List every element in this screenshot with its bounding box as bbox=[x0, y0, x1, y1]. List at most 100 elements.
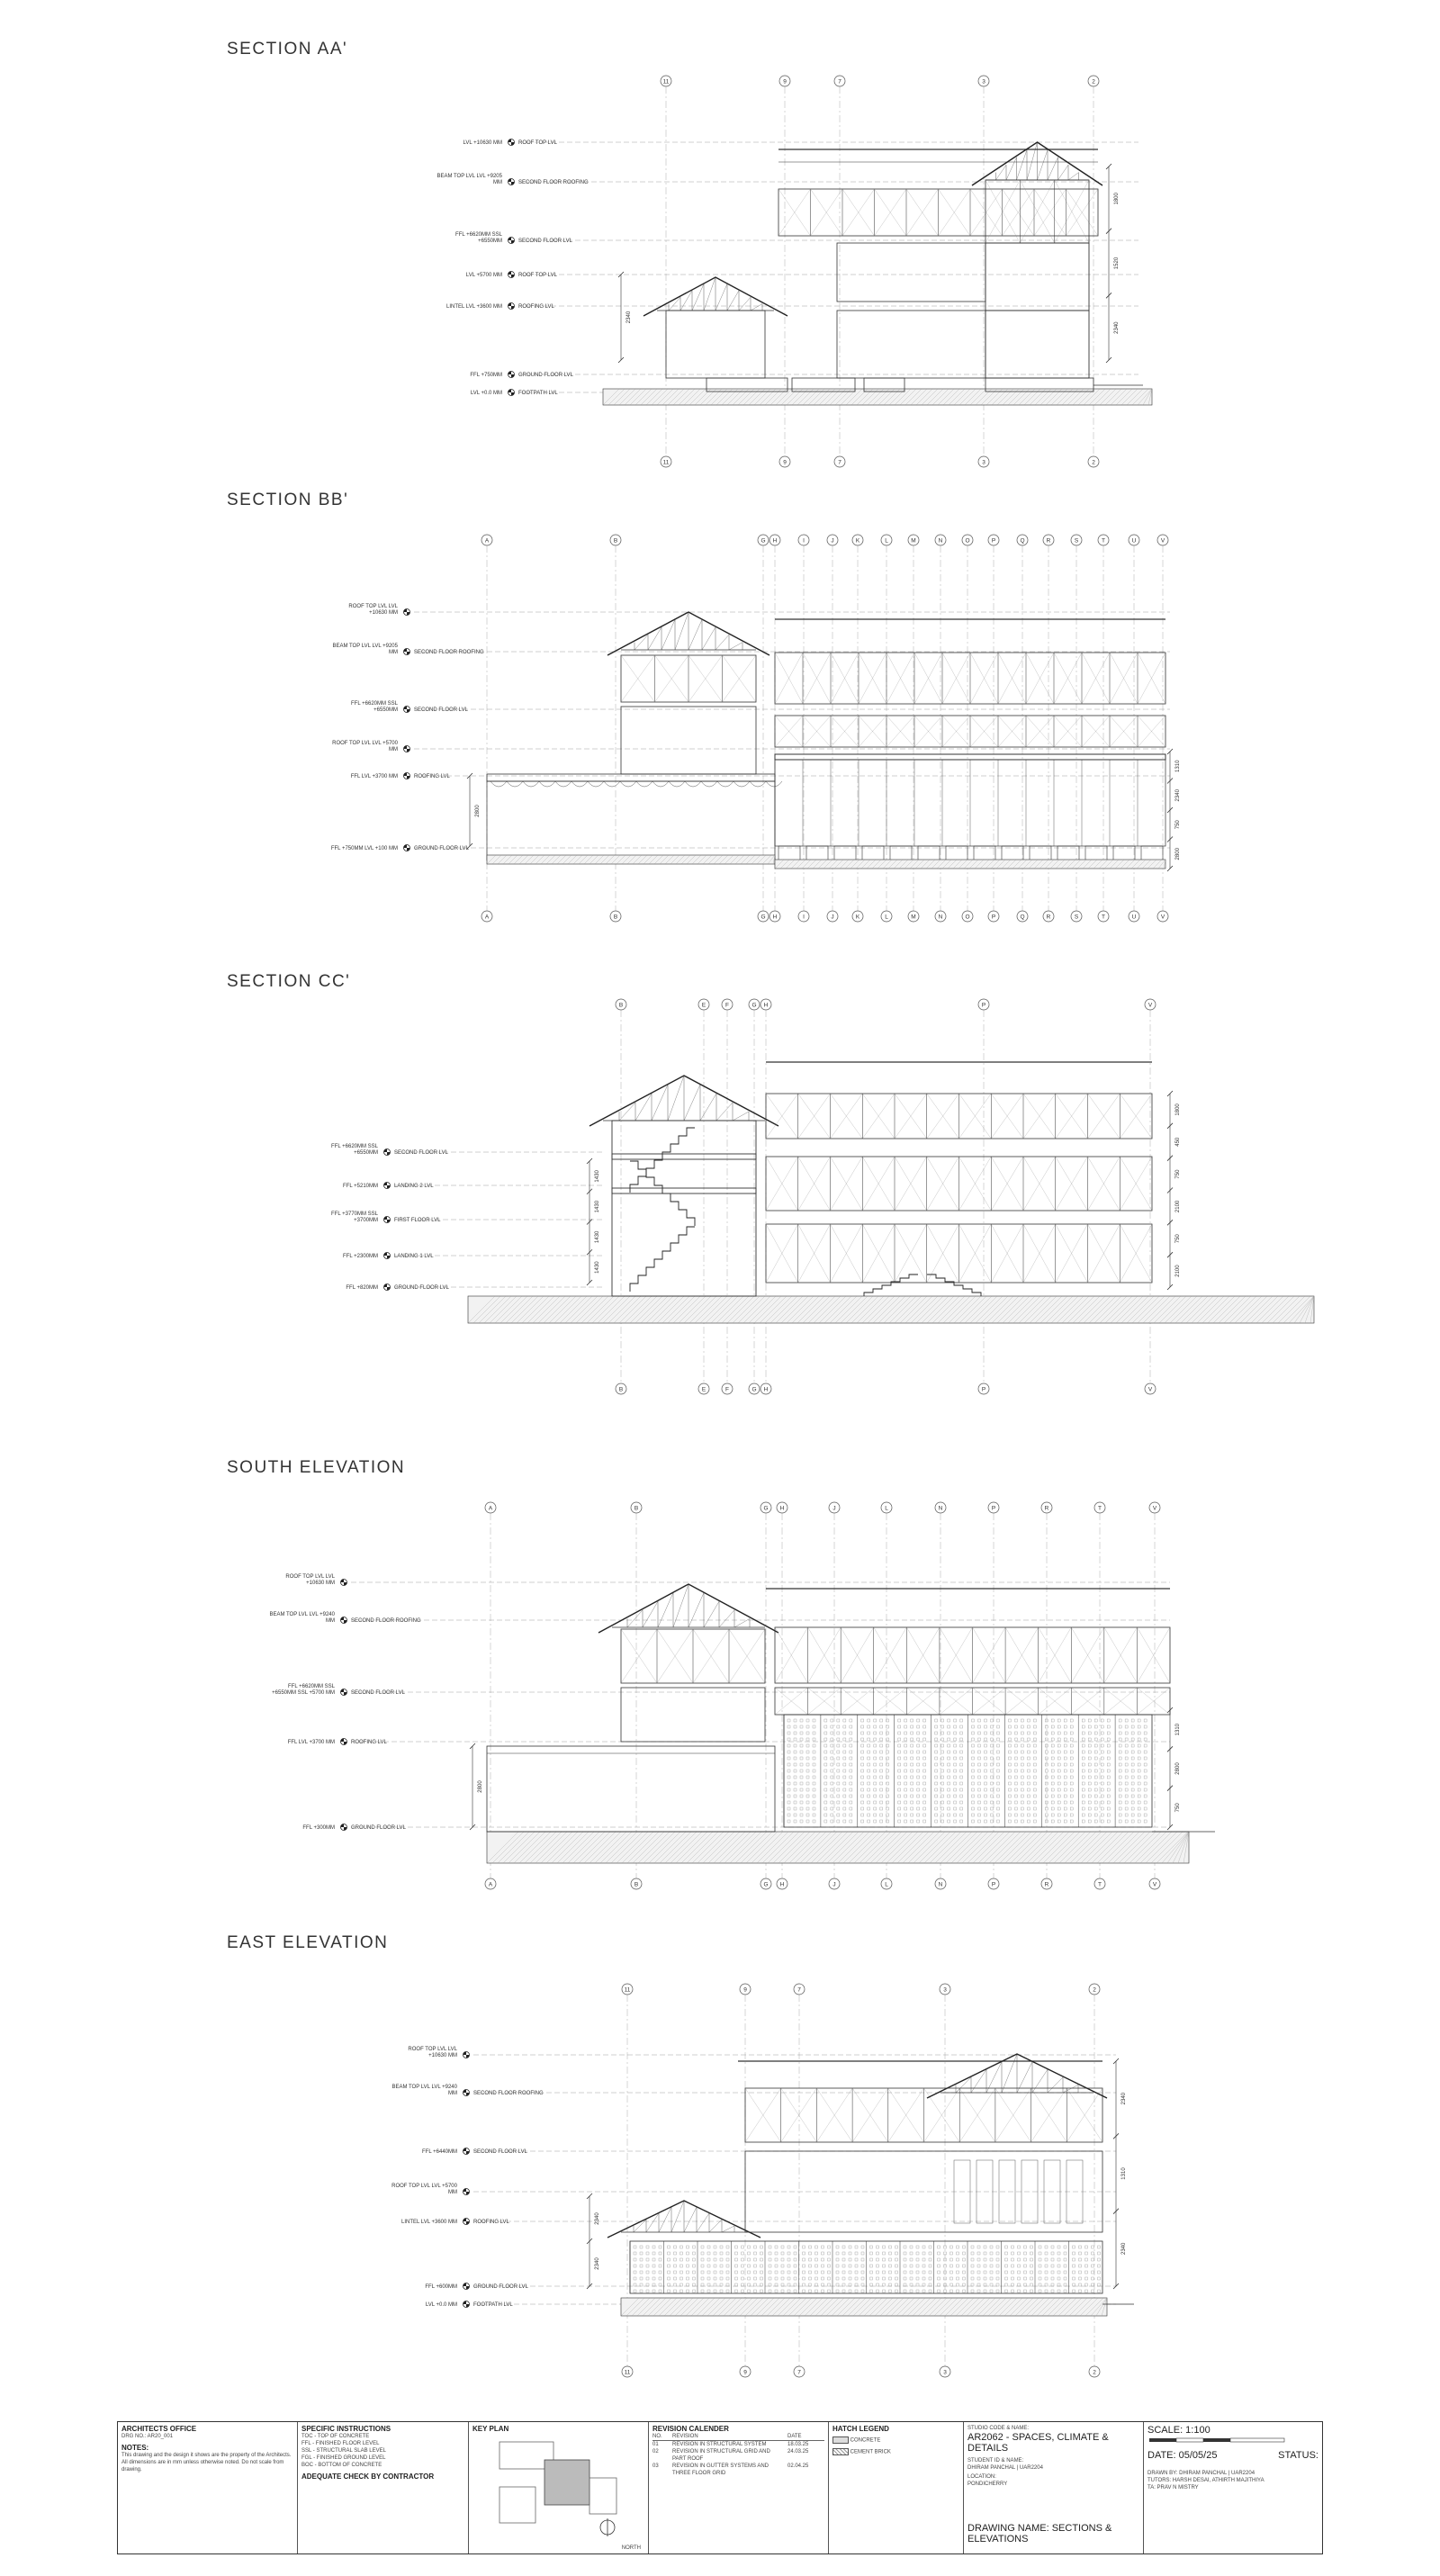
ee-jali-screen-cell bbox=[768, 2283, 772, 2287]
ee-ground-hatch bbox=[825, 2297, 845, 2317]
cc-ground-hatch bbox=[543, 1295, 572, 1324]
ee-ground-hatch bbox=[879, 2297, 899, 2317]
se-ground-hatch bbox=[810, 1831, 843, 1864]
ee-jali-screen-cell bbox=[950, 2270, 953, 2274]
se-jali-screen-cell bbox=[787, 1800, 791, 1805]
ee-jali-screen-cell bbox=[1057, 2283, 1061, 2287]
ee-jali-screen-cell bbox=[725, 2257, 730, 2262]
se-jali-screen-cell bbox=[1064, 1725, 1067, 1729]
ee-jali-screen-cell bbox=[876, 2270, 879, 2274]
cc-ground-hatch bbox=[1169, 1295, 1198, 1324]
se-jali-screen-cell bbox=[1064, 1794, 1067, 1798]
se-jali-screen-cell bbox=[1082, 1718, 1085, 1723]
ee-jali-panel bbox=[1066, 2159, 1084, 2224]
se-jali-screen-cell bbox=[1130, 1737, 1135, 1742]
se-jali-screen-cell bbox=[977, 1737, 981, 1742]
se-floor3-brace bbox=[1038, 1626, 1072, 1684]
ee-jali-screen-cell bbox=[667, 2251, 670, 2256]
aa-ground-hatch bbox=[899, 388, 917, 406]
se-ground-hatch bbox=[945, 1831, 978, 1864]
aa-grid-2-label: 2 bbox=[1092, 79, 1095, 86]
aa-ground-hatch bbox=[969, 388, 987, 406]
se-jali-screen-cell bbox=[1064, 1813, 1067, 1817]
ee-right-truss-web-diag bbox=[986, 2061, 1003, 2094]
ee-jali-screen-cell bbox=[753, 2283, 757, 2287]
cc-ground-hatch bbox=[1094, 1295, 1122, 1324]
se-jali-screen-cell bbox=[1033, 1750, 1037, 1754]
se-jali-screen-cell bbox=[1033, 1725, 1037, 1729]
ee-jali-screen-cell bbox=[706, 2283, 711, 2287]
ee-jali-screen-cell bbox=[1084, 2270, 1088, 2274]
cc-floor2-brace bbox=[926, 1156, 959, 1211]
cc-ground-hatch bbox=[904, 1295, 933, 1324]
se-jali-screen-cell bbox=[922, 1800, 926, 1805]
aa-left-truss-web-diag bbox=[668, 297, 681, 311]
ee-jali-screen-cell bbox=[950, 2283, 953, 2287]
aa-ground-hatch bbox=[1110, 388, 1128, 406]
ee-jali-screen-cell bbox=[888, 2270, 892, 2274]
se-jali-screen-cell bbox=[793, 1756, 797, 1761]
bb-grid-V-bottom-label: V bbox=[1161, 914, 1166, 921]
date-value: DATE: 05/05/25 bbox=[1148, 2450, 1218, 2461]
cc-ground-hatch bbox=[829, 1295, 858, 1324]
se-jali-screen-cell bbox=[971, 1718, 975, 1723]
se-ground-hatch bbox=[842, 1831, 876, 1864]
bb-floor2-brace bbox=[1137, 715, 1166, 748]
se-jali-screen-cell bbox=[1058, 1781, 1061, 1786]
bb-level-datum-fill bbox=[403, 772, 410, 779]
se-jali-screen-cell bbox=[1051, 1743, 1055, 1748]
bb-level-text: MM bbox=[389, 747, 398, 752]
bb-floor2-brace bbox=[1053, 715, 1083, 748]
ee-jali-screen-cell bbox=[814, 2251, 818, 2256]
instruction-item: FFL - FINISHED FLOOR LEVEL bbox=[302, 2441, 380, 2446]
cc-grid-B-label: B bbox=[619, 1003, 623, 1009]
cc-ground-hatch bbox=[672, 1295, 701, 1324]
cc-floor3-brace bbox=[765, 1093, 798, 1139]
se-jali-screen-cell bbox=[812, 1788, 816, 1792]
cc-ground-hatch bbox=[651, 1295, 680, 1324]
cc-ground-hatch bbox=[1180, 1295, 1209, 1324]
bb-left-slab-hatch bbox=[761, 854, 772, 865]
ee-jali-screen-cell bbox=[639, 2270, 644, 2274]
bb-ground-hatch bbox=[1017, 859, 1028, 869]
ee-jali-screen-cell bbox=[686, 2270, 689, 2274]
ee-floor3-brace bbox=[923, 2087, 960, 2143]
se-jali-screen-cell bbox=[984, 1806, 987, 1811]
bb-left-slab-hatch bbox=[680, 854, 691, 865]
bb-floor3-brace bbox=[802, 652, 832, 705]
se-jali-screen-cell bbox=[886, 1775, 889, 1779]
se-jali-screen-cell bbox=[1082, 1737, 1085, 1742]
ee-jali-screen-cell bbox=[827, 2251, 831, 2256]
se-jali-screen-cell bbox=[787, 1769, 791, 1773]
aa-floor3-brace bbox=[810, 188, 843, 237]
ee-jali-screen-cell bbox=[645, 2251, 650, 2256]
se-grid-L-bottom-label: L bbox=[885, 1882, 888, 1888]
ee-ground-hatch bbox=[760, 2297, 780, 2317]
bb-ground-hatch bbox=[1028, 859, 1039, 869]
se-jali-screen-cell bbox=[1064, 1788, 1067, 1792]
se-jali-screen-cell bbox=[1058, 1756, 1061, 1761]
ee-jali-screen-cell bbox=[808, 2257, 812, 2262]
bb-floor3-brace bbox=[886, 652, 915, 705]
cc-floor2-brace bbox=[830, 1156, 863, 1211]
ee-jali-screen-cell bbox=[860, 2276, 865, 2281]
cc-ground-hatch bbox=[1115, 1295, 1144, 1324]
ee-left-truss-web-diag bbox=[721, 2225, 735, 2233]
se-jali-screen-cell bbox=[953, 1781, 957, 1786]
ee-jali-screen-cell bbox=[842, 2245, 846, 2249]
se-ground-hatch bbox=[599, 1831, 633, 1864]
cc-dim-left-tick bbox=[586, 1279, 593, 1286]
se-ground-hatch bbox=[859, 1831, 892, 1864]
bb-pavilion-truss-web-diag bbox=[647, 626, 662, 651]
ee-jali-screen-cell bbox=[1011, 2251, 1014, 2256]
ee-level-text: ROOF TOP LVL LVL +5700 bbox=[392, 2184, 458, 2189]
se-jali-screen-cell bbox=[977, 1750, 981, 1754]
se-jali-screen-cell bbox=[910, 1806, 914, 1811]
se-jali-screen-cell bbox=[886, 1725, 889, 1729]
bb-plinth-pier bbox=[1112, 845, 1136, 861]
cc-pavilion-truss-web-diag bbox=[667, 1075, 685, 1121]
se-jali-screen-cell bbox=[904, 1756, 907, 1761]
se-jali-screen-cell bbox=[1088, 1788, 1092, 1792]
bb-level-text: FFL +6620MM SSL bbox=[351, 701, 399, 707]
ee-jali-screen-cell bbox=[882, 2270, 886, 2274]
